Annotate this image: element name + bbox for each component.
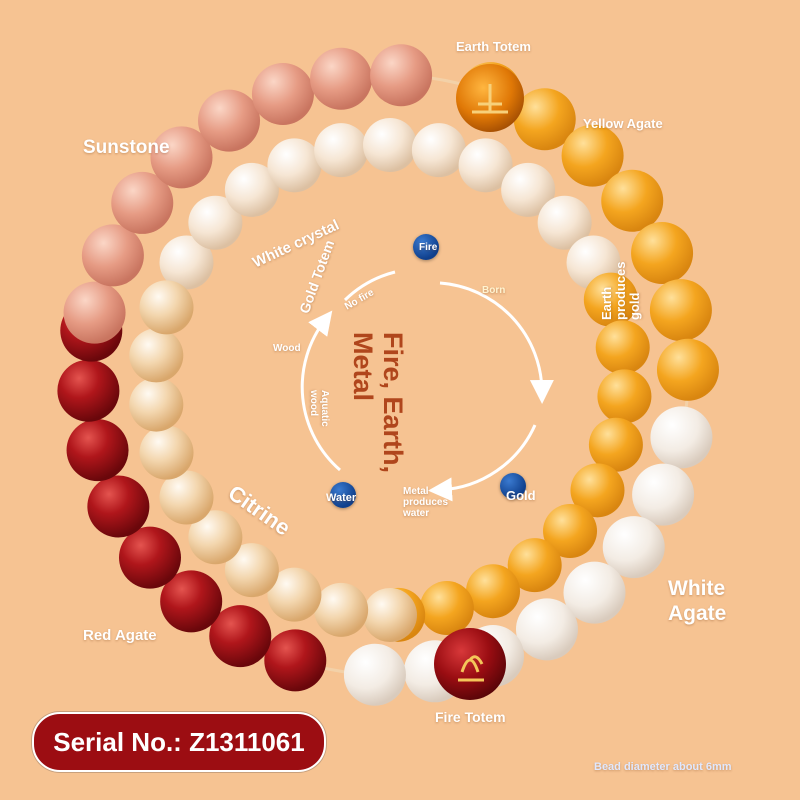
red-agate-bead — [87, 475, 150, 538]
red-agate-bead — [118, 526, 181, 589]
five-elements-cycle — [300, 270, 554, 502]
white-crystal-bead — [411, 123, 466, 178]
yellow-agate-bead — [595, 320, 650, 375]
center-text: Fire, Earth, Metal — [348, 332, 408, 474]
sunstone-bead — [251, 62, 314, 125]
white-agate-bead — [515, 598, 578, 661]
edge-wood-label: Wood — [273, 343, 301, 354]
yellow-agate-bead — [466, 564, 521, 619]
edge-born-label: Born — [482, 285, 506, 296]
inner-bracelet — [129, 118, 652, 642]
fire-node — [413, 234, 439, 260]
white-agate-label: White Agate — [668, 577, 727, 625]
white-crystal-bead — [188, 195, 243, 250]
white-crystal-bead — [224, 162, 279, 217]
red-agate-label: Red Agate — [83, 627, 157, 644]
water-node-label: Water — [326, 492, 357, 504]
red-agate-bead — [209, 605, 272, 668]
white-crystal-bead — [363, 118, 417, 172]
white-crystal-bead — [159, 235, 214, 290]
edge-metal-produces-water-label: Metal produces water — [403, 486, 449, 519]
citrine-bead — [159, 470, 214, 525]
yellow-agate-bead — [419, 581, 474, 636]
edge-aquatic-wood-label: Aquatic wood — [308, 390, 330, 427]
white-crystal-bead — [537, 195, 592, 250]
earth-totem-label: Earth Totem — [456, 39, 531, 54]
white-agate-bead — [563, 561, 626, 624]
fire-totem-bead — [434, 628, 506, 700]
white-crystal-bead — [458, 138, 513, 193]
white-agate-bead — [632, 463, 695, 526]
earth-totem-bead — [456, 64, 524, 132]
yellow-agate-bead — [631, 221, 694, 284]
red-agate-bead — [66, 419, 129, 482]
white-crystal-bead — [501, 162, 556, 217]
red-agate-bead — [57, 359, 120, 422]
red-agate-bead — [264, 629, 327, 692]
serial-number-badge: Serial No.: Z1311061 — [32, 712, 326, 772]
citrine-bead — [267, 567, 322, 622]
yellow-agate-bead — [507, 538, 562, 593]
yellow-agate-bead — [583, 272, 638, 327]
yellow-agate-label: Yellow Agate — [583, 116, 663, 131]
white-crystal-bead — [314, 123, 369, 178]
bead-diameter-note: Bead diameter about 6mm — [594, 761, 732, 773]
white-agate-bead — [650, 406, 713, 469]
sunstone-bead — [81, 224, 144, 287]
citrine-bead — [129, 377, 184, 432]
red-agate-bead — [160, 570, 223, 633]
serial-number-text: Serial No.: Z1311061 — [53, 726, 305, 757]
sunstone-label: Sunstone — [83, 137, 170, 158]
yellow-agate-bead — [601, 169, 664, 232]
sunstone-bead — [63, 281, 126, 344]
sunstone-bead — [310, 47, 373, 110]
yellow-agate-bead — [570, 463, 625, 518]
water-node — [330, 482, 356, 508]
yellow-agate-bead — [649, 279, 712, 342]
citrine-bead — [129, 328, 184, 383]
citrine-bead — [314, 582, 369, 637]
white-agate-bead — [343, 643, 406, 706]
sunstone-bead — [198, 89, 261, 152]
gold-node-label: Gold — [506, 488, 536, 503]
sunstone-bead — [370, 44, 433, 107]
citrine-bead — [188, 510, 243, 565]
white-agate-bead — [602, 516, 665, 579]
edge-earth-produces-gold-label: Earth produces gold — [599, 261, 642, 320]
citrine-bead — [363, 588, 417, 642]
gold-node — [500, 473, 526, 499]
citrine-bead — [224, 543, 279, 598]
yellow-agate-bead — [588, 417, 643, 472]
yellow-agate-bead — [656, 338, 719, 401]
sunstone-bead — [111, 171, 174, 234]
yellow-agate-bead — [561, 124, 624, 187]
citrine-bead — [139, 425, 194, 480]
white-crystal-bead — [267, 138, 322, 193]
citrine-bead — [139, 280, 194, 335]
yellow-agate-bead — [543, 504, 598, 559]
yellow-agate-bead — [597, 369, 652, 424]
yellow-agate-bead — [513, 88, 576, 151]
fire-node-label: Fire — [419, 242, 438, 253]
sunstone-bead — [150, 126, 213, 189]
fire-totem-label: Fire Totem — [435, 709, 506, 725]
